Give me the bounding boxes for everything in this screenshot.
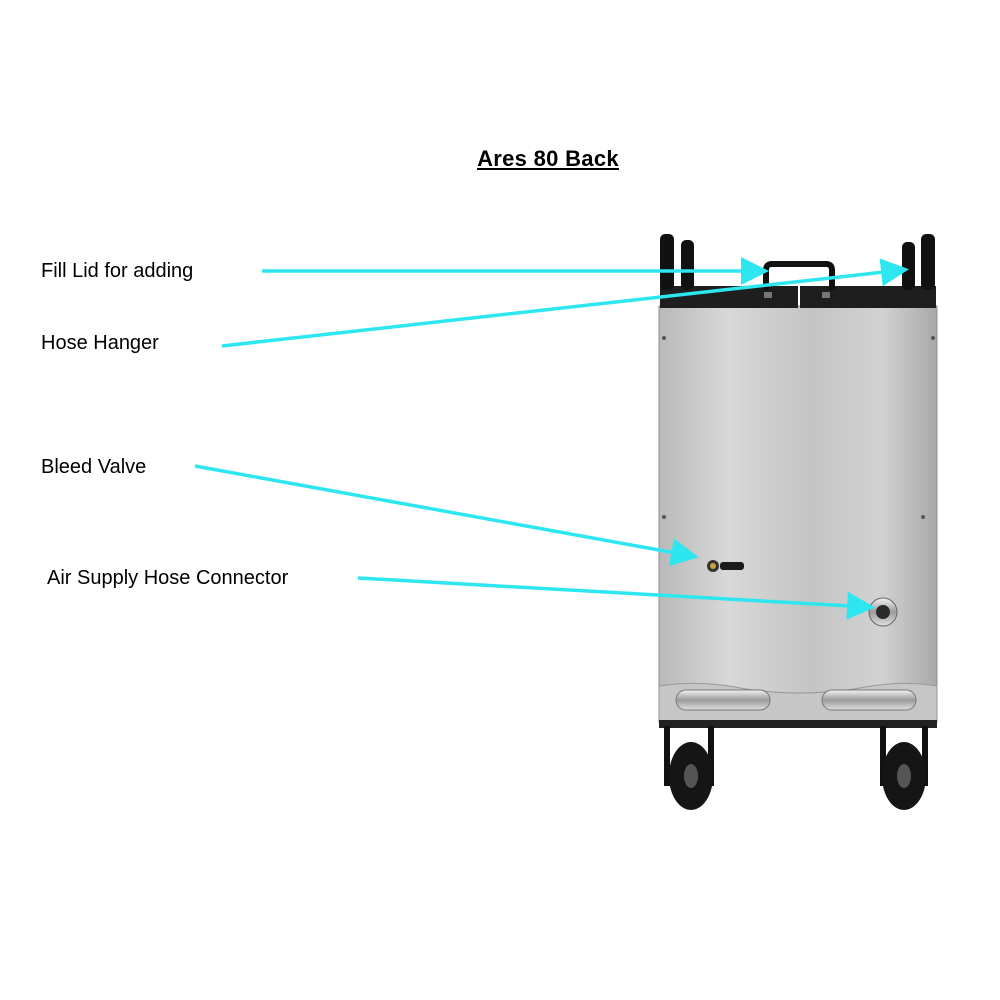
hose-hanger-left-2 bbox=[681, 240, 694, 290]
hose-hanger-right-2 bbox=[921, 234, 935, 290]
air-supply-connector bbox=[868, 597, 898, 627]
label-bleed-valve: Bleed Valve bbox=[41, 456, 147, 478]
bleed-valve bbox=[707, 560, 744, 572]
arrow-hose-hanger bbox=[221, 258, 909, 348]
cabinet-panel bbox=[658, 305, 938, 723]
label-hose-hanger: Hose Hanger bbox=[41, 332, 159, 354]
caster-wheel-left bbox=[664, 726, 714, 810]
fill-lid-right bbox=[800, 286, 936, 308]
caster-wheel-right bbox=[880, 726, 928, 810]
diagram-title: Ares 80 Back bbox=[477, 146, 619, 171]
bottom-handle-left bbox=[675, 689, 771, 711]
cabinet bbox=[658, 234, 938, 728]
arrow-bleed-valve bbox=[194, 464, 699, 567]
label-air-supply-connector: Air Supply Hose Connector bbox=[47, 567, 289, 589]
arrow-air-supply bbox=[357, 576, 875, 620]
arrows bbox=[194, 257, 909, 620]
hose-hanger-left-1 bbox=[660, 234, 674, 290]
hose-hanger-right-1 bbox=[902, 242, 915, 290]
bottom-handle-right bbox=[821, 689, 917, 711]
label-fill-lid: Fill Lid for adding bbox=[41, 260, 194, 282]
